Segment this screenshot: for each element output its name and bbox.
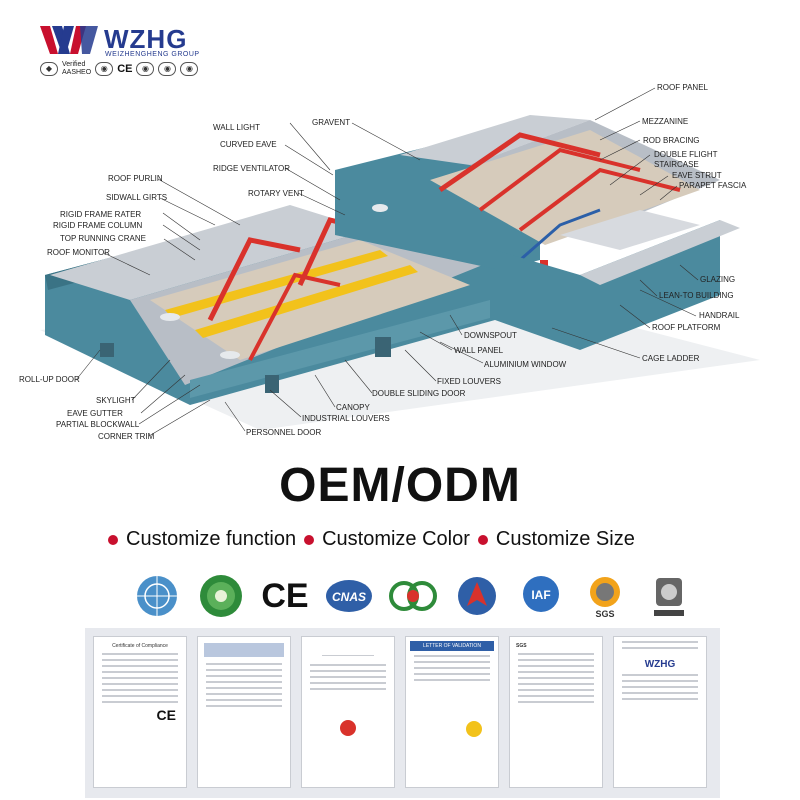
label-canopy: CANOPY — [336, 403, 370, 412]
certificate-document: Certificate of Compliance CE — [93, 636, 187, 788]
label-rod-bracing: ROD BRACING — [643, 136, 700, 145]
label-sidwall-girts: SIDWALL GIRTS — [106, 193, 168, 202]
doc-ce-mark: CE — [156, 707, 176, 723]
label-wall-panel: WALL PANEL — [454, 346, 504, 355]
label-roof-panel: ROOF PANEL — [657, 83, 708, 92]
certificate-documents: Certificate of Compliance CE LETTER OF V… — [85, 628, 720, 798]
label-roof-purlin: ROOF PURLIN — [108, 174, 163, 183]
header-badges: ◆ Verified AASHEO ◉ CE ◉ ◉ ◉ — [40, 61, 199, 77]
cert-badge-icon: ◉ — [136, 62, 155, 76]
verified-badge: Verified AASHEO — [62, 61, 91, 77]
label-roll-up-door: ROLL-UP DOOR — [19, 375, 80, 384]
verified-label: Verified — [62, 61, 86, 68]
ce-icon: CE — [261, 576, 309, 615]
cert-badge-icon: ◉ — [158, 62, 177, 76]
label-staircase: STAIRCASE — [654, 160, 699, 169]
headline: OEM/ODM — [279, 459, 521, 512]
customize-row: Customize function Customize Color Custo… — [108, 528, 643, 551]
bullet-icon — [477, 534, 488, 545]
certificate-document — [301, 636, 395, 788]
customize-color: Customize Color — [322, 528, 470, 550]
label-fixed-louvers: FIXED LOUVERS — [437, 377, 502, 386]
shield-icon: ◆ — [40, 62, 58, 76]
label-rotary-vent: ROTARY VENT — [248, 189, 305, 198]
doc-title: Certificate of Compliance — [112, 643, 168, 649]
un-icon — [137, 576, 177, 616]
green-seal-icon — [200, 575, 242, 617]
bullet-icon — [304, 534, 315, 545]
customize-item: Customize Color — [304, 528, 470, 551]
label-curved-eave: CURVED EAVE — [220, 140, 277, 149]
customize-item: Customize Size — [477, 528, 635, 551]
cert-badge-icon: ◉ — [95, 62, 114, 76]
cqc-icon — [389, 581, 437, 611]
label-rigid-frame-column: RIGID FRAME COLUMN — [53, 221, 143, 230]
label-corner-trim: CORNER TRIM — [98, 432, 155, 441]
label-personnel-door: PERSONNEL DOOR — [246, 428, 322, 437]
label-double-flight: DOUBLE FLIGHT — [654, 150, 718, 159]
label-roof-monitor: ROOF MONITOR — [47, 248, 110, 257]
certification-icons: CE CNAS IAF SGS — [132, 572, 694, 620]
label-aluminium-window: ALUMINIUM WINDOW — [484, 360, 567, 369]
label-industrial-louvers: INDUSTRIAL LOUVERS — [302, 414, 390, 423]
certificate-document: LETTER OF VALIDATION — [405, 636, 499, 788]
label-mezzanine: MEZZANINE — [642, 117, 689, 126]
bullet-icon — [108, 534, 118, 545]
label-gravent: GRAVENT — [312, 118, 351, 127]
label-partial-blockwall: PARTIAL BLOCKWALL — [56, 420, 140, 429]
label-downspout: DOWNSPOUT — [464, 331, 517, 340]
label-double-sliding-door: DOUBLE SLIDING DOOR — [372, 389, 466, 398]
cnas-icon: CNAS — [326, 580, 372, 612]
customize-item: Customize function — [108, 528, 296, 551]
customize-function: Customize function — [126, 528, 297, 550]
label-ridge-ventilator: RIDGE VENTILATOR — [213, 164, 291, 173]
brand-name: WZHG — [104, 24, 188, 54]
iaf-icon: IAF — [523, 576, 559, 612]
verified-sublabel: AASHEO — [62, 69, 92, 76]
ce-mark: CE — [117, 63, 133, 75]
red-mark-icon — [458, 577, 496, 615]
label-top-running-crane: TOP RUNNING CRANE — [60, 234, 146, 243]
label-eave-gutter: EAVE GUTTER — [67, 409, 123, 418]
label-handrail: HANDRAIL — [699, 311, 740, 320]
bureau-veritas-icon — [654, 578, 684, 616]
iaf-text: IAF — [531, 588, 550, 602]
label-rigid-frame-rater: RIGID FRAME RATER — [60, 210, 142, 219]
label-roof-platform: ROOF PLATFORM — [652, 323, 721, 332]
label-eave-strut: EAVE STRUT — [672, 171, 722, 180]
cert-badge-icon: ◉ — [180, 62, 199, 76]
steel-building-diagram — [40, 87, 760, 437]
label-glazing: GLAZING — [700, 275, 736, 284]
doc-logo: WZHG — [644, 659, 676, 670]
label-cage-ladder: CAGE LADDER — [642, 354, 700, 363]
label-parapet-fascia: PARAPET FASCIA — [679, 181, 747, 190]
brand-subtitle: WEIZHENGHENG GROUP — [105, 51, 200, 58]
doc-title: SGS — [516, 643, 527, 649]
sgs-text: SGS — [595, 609, 614, 619]
wzhg-logo-icon — [40, 26, 98, 54]
customize-size: Customize Size — [495, 528, 635, 550]
label-wall-light: WALL LIGHT — [213, 123, 260, 132]
cnas-text: CNAS — [332, 590, 366, 604]
certificate-document: WZHG — [613, 636, 707, 788]
certificate-document: SGS — [509, 636, 603, 788]
certificate-document — [197, 636, 291, 788]
label-skylight: SKYLIGHT — [96, 396, 136, 405]
doc-title: LETTER OF VALIDATION — [410, 641, 494, 651]
label-lean-to-building: LEAN-TO BUILDING — [659, 291, 734, 300]
sgs-icon: SGS — [590, 577, 620, 619]
